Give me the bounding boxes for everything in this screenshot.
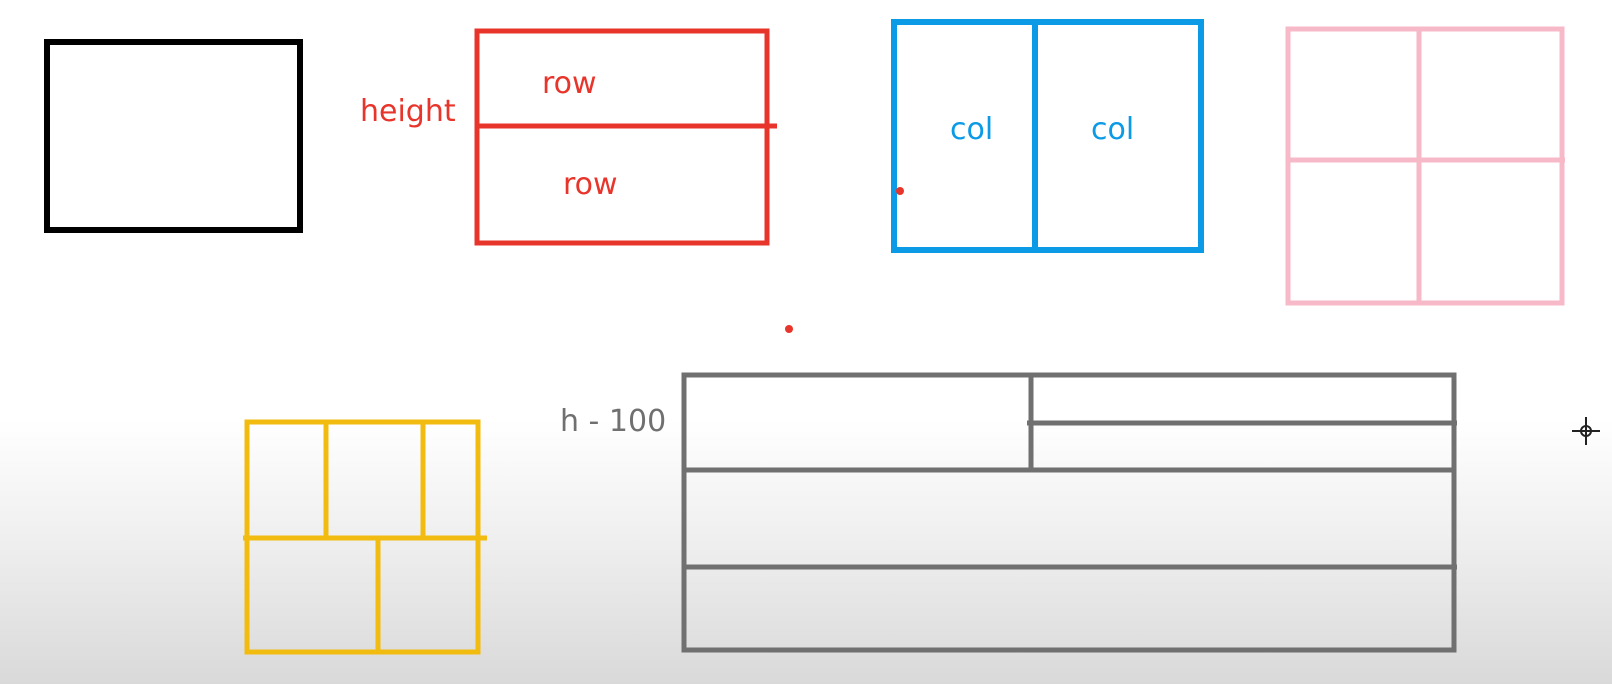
crosshair-icon	[1572, 417, 1600, 445]
row-label-top: row	[542, 66, 597, 101]
red-rows-box	[474, 28, 777, 246]
yellow-grid-box	[243, 419, 487, 655]
blue-box-border	[891, 19, 1204, 253]
col-label-right: col	[1091, 112, 1135, 147]
h-minus-100-label: h - 100	[560, 404, 667, 439]
red-dot	[785, 325, 793, 333]
blue-cols-box	[891, 19, 1204, 253]
height-label: height	[360, 94, 456, 129]
gray-box-border	[681, 372, 1457, 653]
pink-grid-box	[1285, 26, 1565, 306]
row-label-bottom: row	[563, 167, 618, 202]
red-box-border	[474, 28, 770, 246]
red-dot	[896, 187, 904, 195]
gray-layout-box	[681, 372, 1457, 653]
black-box	[44, 39, 303, 233]
pink-box-border	[1285, 26, 1565, 306]
col-label-left: col	[950, 112, 994, 147]
black-box-border	[44, 39, 303, 233]
